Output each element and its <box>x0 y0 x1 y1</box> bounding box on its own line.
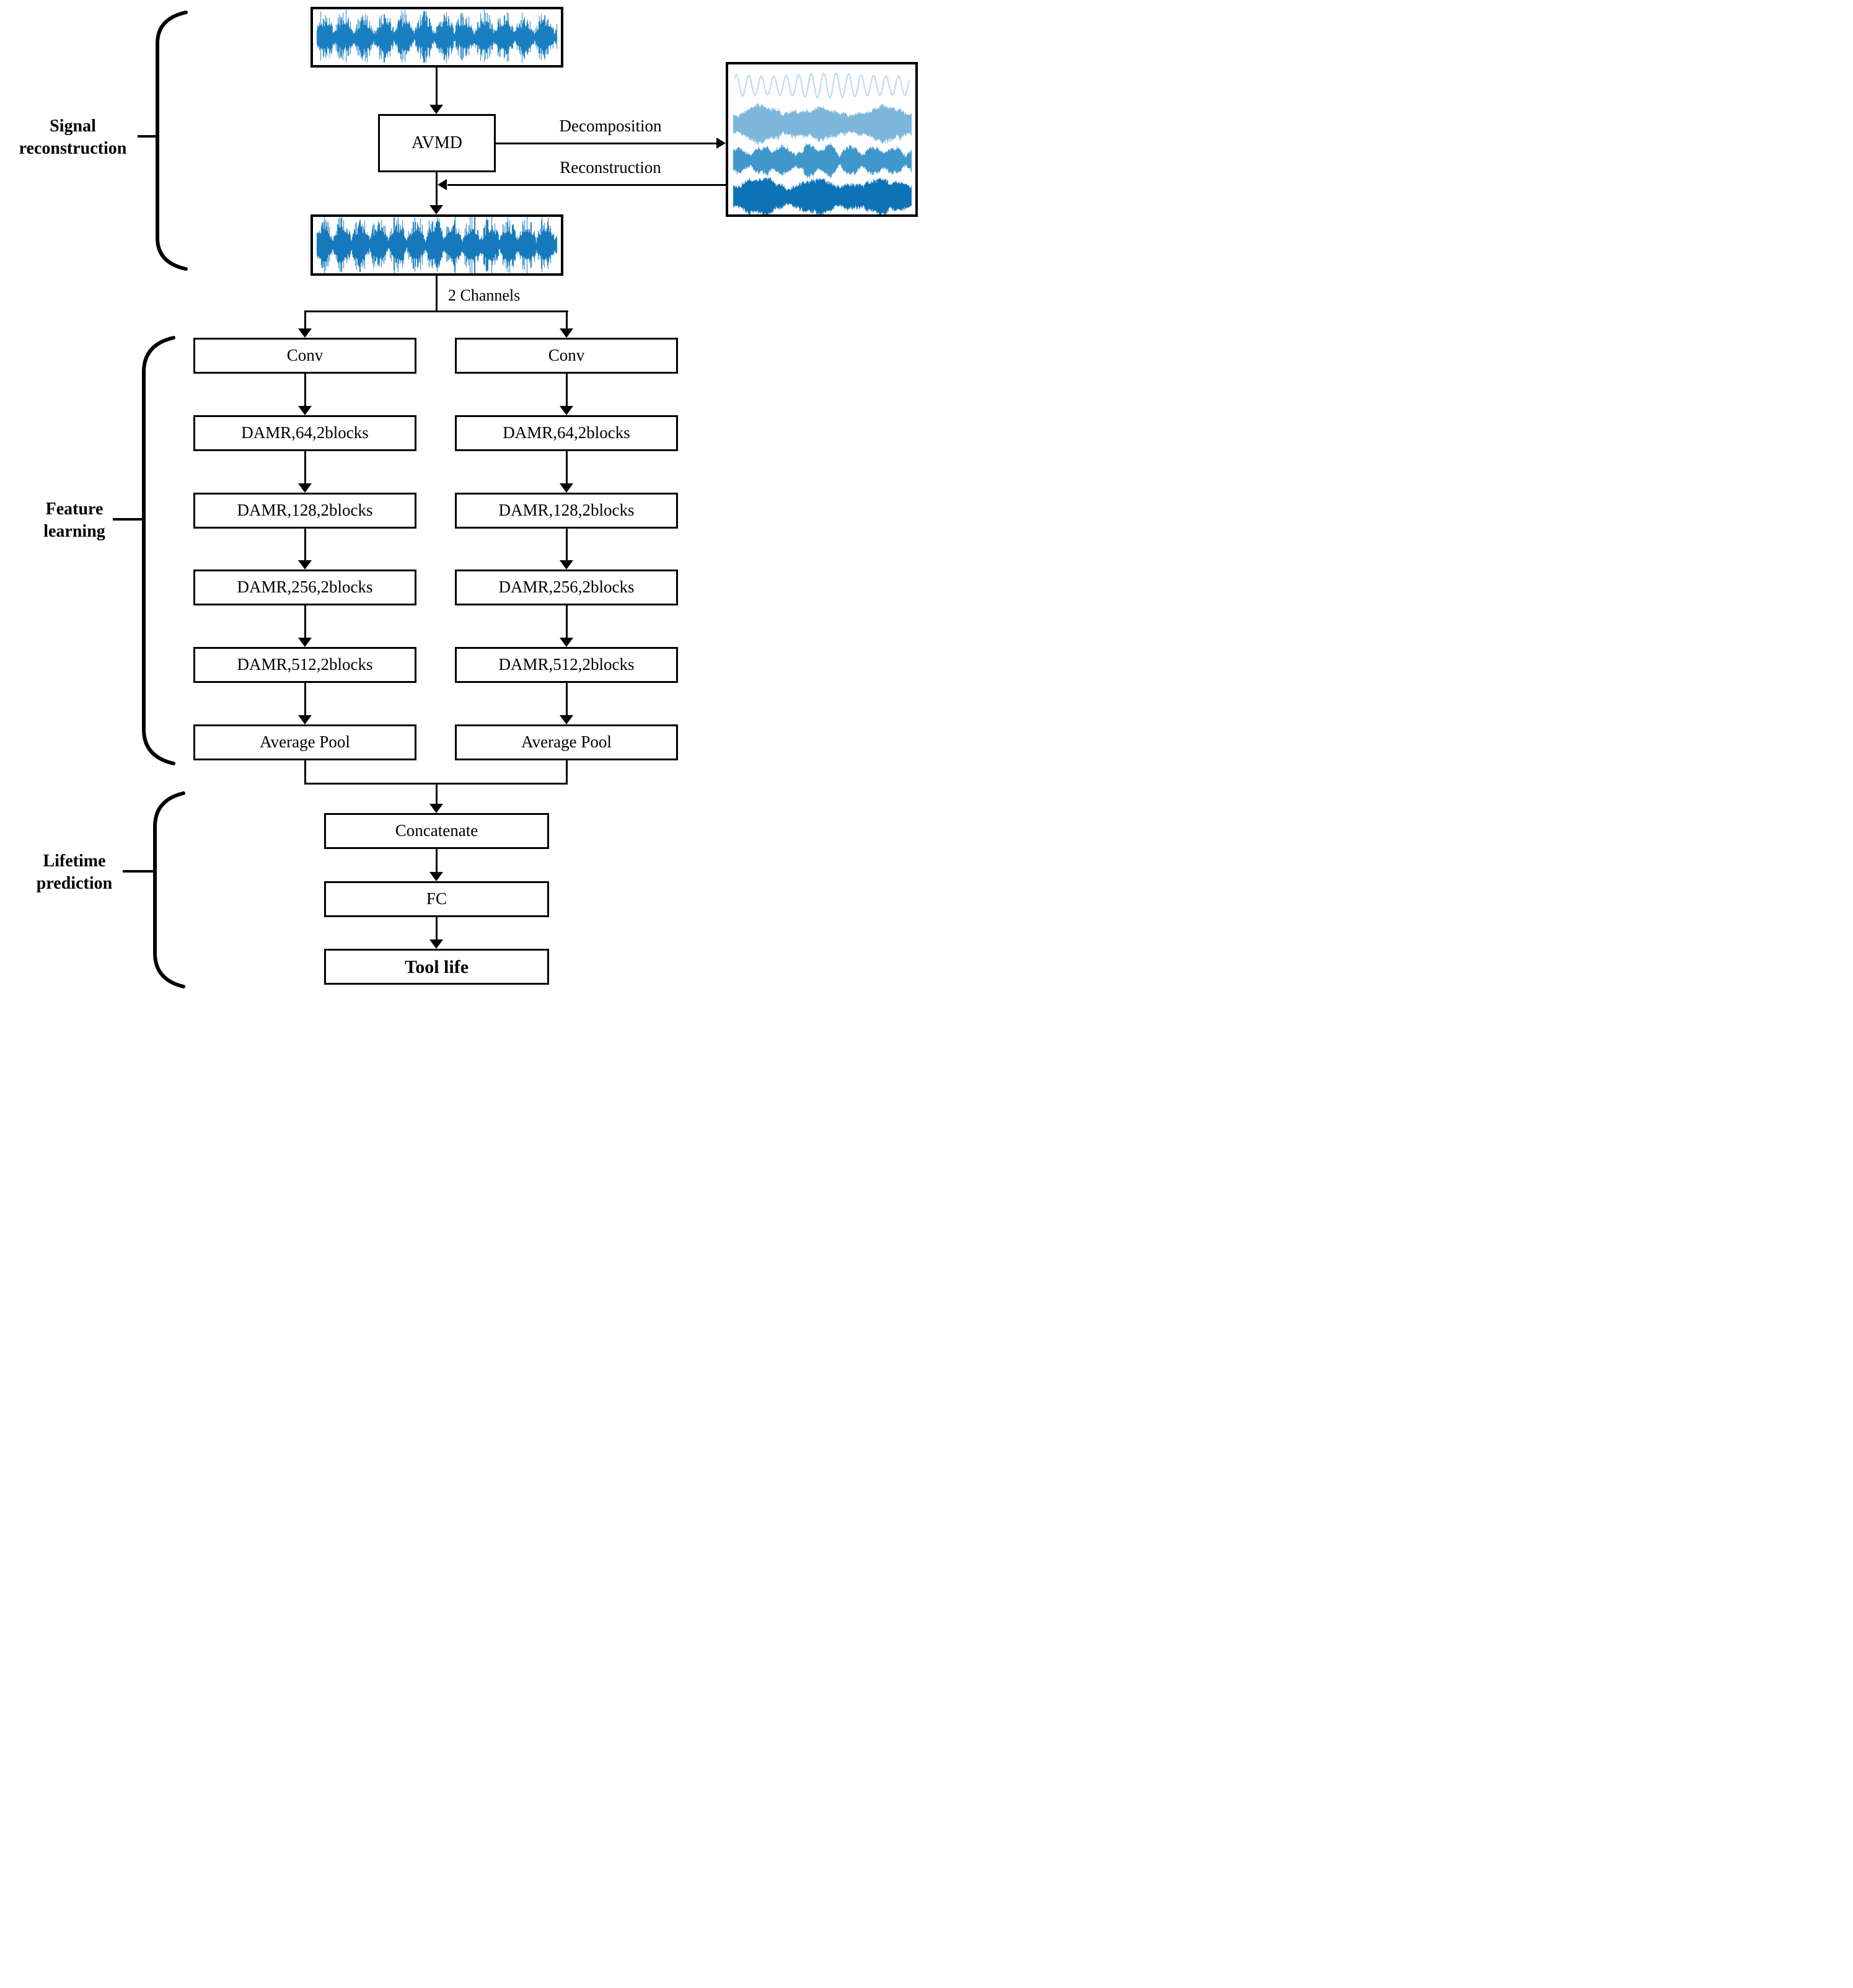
brace-feature-learning <box>142 336 175 765</box>
arrow-down-icon <box>560 406 573 415</box>
connector-line <box>566 760 568 785</box>
block-damr128-right: DAMR,128,2blocks <box>455 493 678 529</box>
block-label: DAMR,64,2blocks <box>503 423 630 442</box>
block-label: DAMR,128,2blocks <box>498 501 635 520</box>
reconstruction-edge-label: Reconstruction <box>560 158 661 177</box>
arrow-down-icon <box>429 872 443 881</box>
reconstructed-signal-box <box>310 214 563 276</box>
stage-label-signal-reconstruction: Signal reconstruction <box>0 115 146 160</box>
connector-line <box>436 783 438 805</box>
connector-line <box>304 760 306 785</box>
block-label: Average Pool <box>521 732 612 752</box>
block-label: FC <box>426 889 447 908</box>
arrow-down-icon <box>298 560 312 570</box>
connector-line <box>566 683 568 716</box>
stage-label-line: prediction <box>36 874 113 893</box>
arrow-down-icon <box>560 483 573 493</box>
stage-label-line: reconstruction <box>19 139 127 158</box>
block-damr128-left: DAMR,128,2blocks <box>193 493 416 529</box>
stage-label-line: Lifetime <box>43 851 106 871</box>
arrow-down-icon <box>429 205 443 214</box>
arrow-down-icon <box>298 715 312 724</box>
arrow-right-icon <box>716 138 726 149</box>
block-damr256-left: DAMR,256,2blocks <box>193 570 416 605</box>
connector-line <box>304 451 306 485</box>
connector-line <box>304 683 306 716</box>
decomposition-edge-label: Decomposition <box>559 117 662 135</box>
block-label: Average Pool <box>260 732 350 752</box>
brace-lifetime-prediction <box>153 791 185 988</box>
block-label: Tool life <box>404 956 469 977</box>
connector-line <box>436 849 438 873</box>
stage-label-lifetime-prediction: Lifetime prediction <box>6 850 143 895</box>
connector-line <box>304 605 306 639</box>
connector-line <box>436 172 438 206</box>
block-conv-left: Conv <box>193 338 416 374</box>
decomposed-modes-box <box>726 62 918 217</box>
concatenate-box: Concatenate <box>324 813 549 849</box>
reconstructed-signal-waveform <box>313 217 561 273</box>
arrow-down-icon <box>298 328 312 338</box>
arrow-left-icon <box>438 179 447 190</box>
stage-tick-signal <box>138 135 157 138</box>
connector-line <box>304 529 306 561</box>
raw-signal-waveform <box>313 9 561 65</box>
connector-line <box>496 143 716 144</box>
fc-box: FC <box>324 881 549 917</box>
arrow-down-icon <box>298 406 312 415</box>
block-label: DAMR,512,2blocks <box>237 655 373 674</box>
connector-line <box>436 68 438 105</box>
block-label: Concatenate <box>395 821 478 840</box>
stage-tick-lifetime <box>123 870 155 873</box>
block-label: DAMR,256,2blocks <box>498 578 635 597</box>
arrow-down-icon <box>298 483 312 493</box>
arrow-down-icon <box>560 560 573 570</box>
connector-line <box>436 917 438 941</box>
arrow-down-icon <box>429 804 443 813</box>
stage-label-line: Signal <box>50 117 96 136</box>
architecture-diagram: Signal reconstruction Feature learning L… <box>0 0 926 994</box>
arrow-down-icon <box>560 715 573 724</box>
arrow-down-icon <box>560 328 573 338</box>
block-label: Conv <box>286 346 324 365</box>
block-conv-right: Conv <box>455 338 678 374</box>
connector-line <box>566 374 568 407</box>
tool-life-box: Tool life <box>324 949 549 985</box>
arrow-down-icon <box>429 939 443 949</box>
split-line <box>304 310 568 312</box>
stage-tick-feature <box>113 518 144 521</box>
avmd-label: AVMD <box>412 133 462 152</box>
raw-signal-box <box>310 7 563 68</box>
block-damr512-right: DAMR,512,2blocks <box>455 647 678 683</box>
arrow-down-icon <box>429 105 443 114</box>
avmd-box: AVMD <box>378 114 496 172</box>
block-damr64-left: DAMR,64,2blocks <box>193 415 416 451</box>
arrow-down-icon <box>560 638 573 647</box>
block-label: DAMR,256,2blocks <box>237 578 373 597</box>
connector-line <box>566 605 568 639</box>
brace-signal-reconstruction <box>156 11 188 271</box>
block-label: DAMR,128,2blocks <box>237 501 373 520</box>
arrow-down-icon <box>298 638 312 647</box>
connector-line <box>304 374 306 407</box>
decomposed-modes-waveforms <box>728 64 915 214</box>
block-label: Conv <box>548 346 585 365</box>
connector-line <box>566 529 568 561</box>
connector-line <box>566 451 568 485</box>
channels-label: 2 Channels <box>448 286 521 304</box>
connector-line <box>566 310 568 330</box>
block-damr256-right: DAMR,256,2blocks <box>455 570 678 605</box>
stage-label-feature-learning: Feature learning <box>12 498 136 543</box>
block-damr512-left: DAMR,512,2blocks <box>193 647 416 683</box>
connector-line <box>304 310 306 330</box>
block-label: DAMR,512,2blocks <box>498 655 635 674</box>
block-damr64-right: DAMR,64,2blocks <box>455 415 678 451</box>
stage-label-line: learning <box>43 522 105 541</box>
connector-line <box>436 276 438 312</box>
block-label: DAMR,64,2blocks <box>241 423 369 442</box>
block-avgpool-right: Average Pool <box>455 724 678 760</box>
block-avgpool-left: Average Pool <box>193 724 416 760</box>
stage-label-line: Feature <box>45 499 103 519</box>
connector-line <box>447 184 726 186</box>
